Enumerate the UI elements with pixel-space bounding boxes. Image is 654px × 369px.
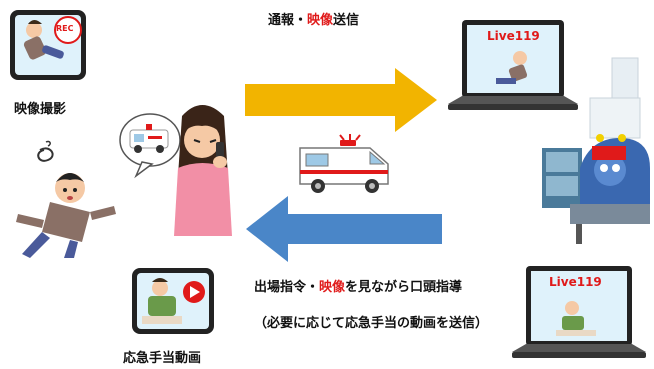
- bottom-caption-part1: 出場指令・: [254, 280, 320, 295]
- label-first-aid-video: 応急手当動画: [123, 351, 202, 366]
- laptop-bottom-icon: [512, 266, 646, 358]
- bottom-caption-line1: 出場指令・映像を見ながら口頭指導: [254, 276, 462, 295]
- caller-woman-illustration: [119, 105, 232, 236]
- top-caption-highlight: 映像: [307, 13, 334, 28]
- laptop-bottom-title: Live119: [549, 275, 602, 289]
- phone-first-aid-video-icon: [132, 268, 214, 334]
- bottom-caption-line2: （必要に応じて応急手当の動画を送信）: [254, 316, 489, 331]
- collapsed-person-illustration: [16, 140, 116, 258]
- bottom-caption-highlight: 映像: [319, 280, 346, 295]
- laptop-top-icon: [448, 20, 578, 110]
- laptop-top-title: Live119: [487, 29, 540, 43]
- top-caption: 通報・映像送信: [268, 9, 359, 28]
- dispatch-center-illustration: [542, 57, 650, 244]
- top-caption-part2: 送信: [333, 13, 360, 28]
- arrow-left-dispatch: [246, 196, 442, 262]
- bottom-caption-part2: を見ながら口頭指導: [345, 280, 463, 295]
- rec-badge: REC: [56, 24, 74, 33]
- ambulance-icon: [299, 134, 389, 193]
- arrow-right-report: [245, 68, 437, 132]
- top-caption-part1: 通報・: [268, 13, 308, 28]
- label-video-capture: 映像撮影: [14, 102, 67, 117]
- phone-recording-icon: [10, 10, 86, 80]
